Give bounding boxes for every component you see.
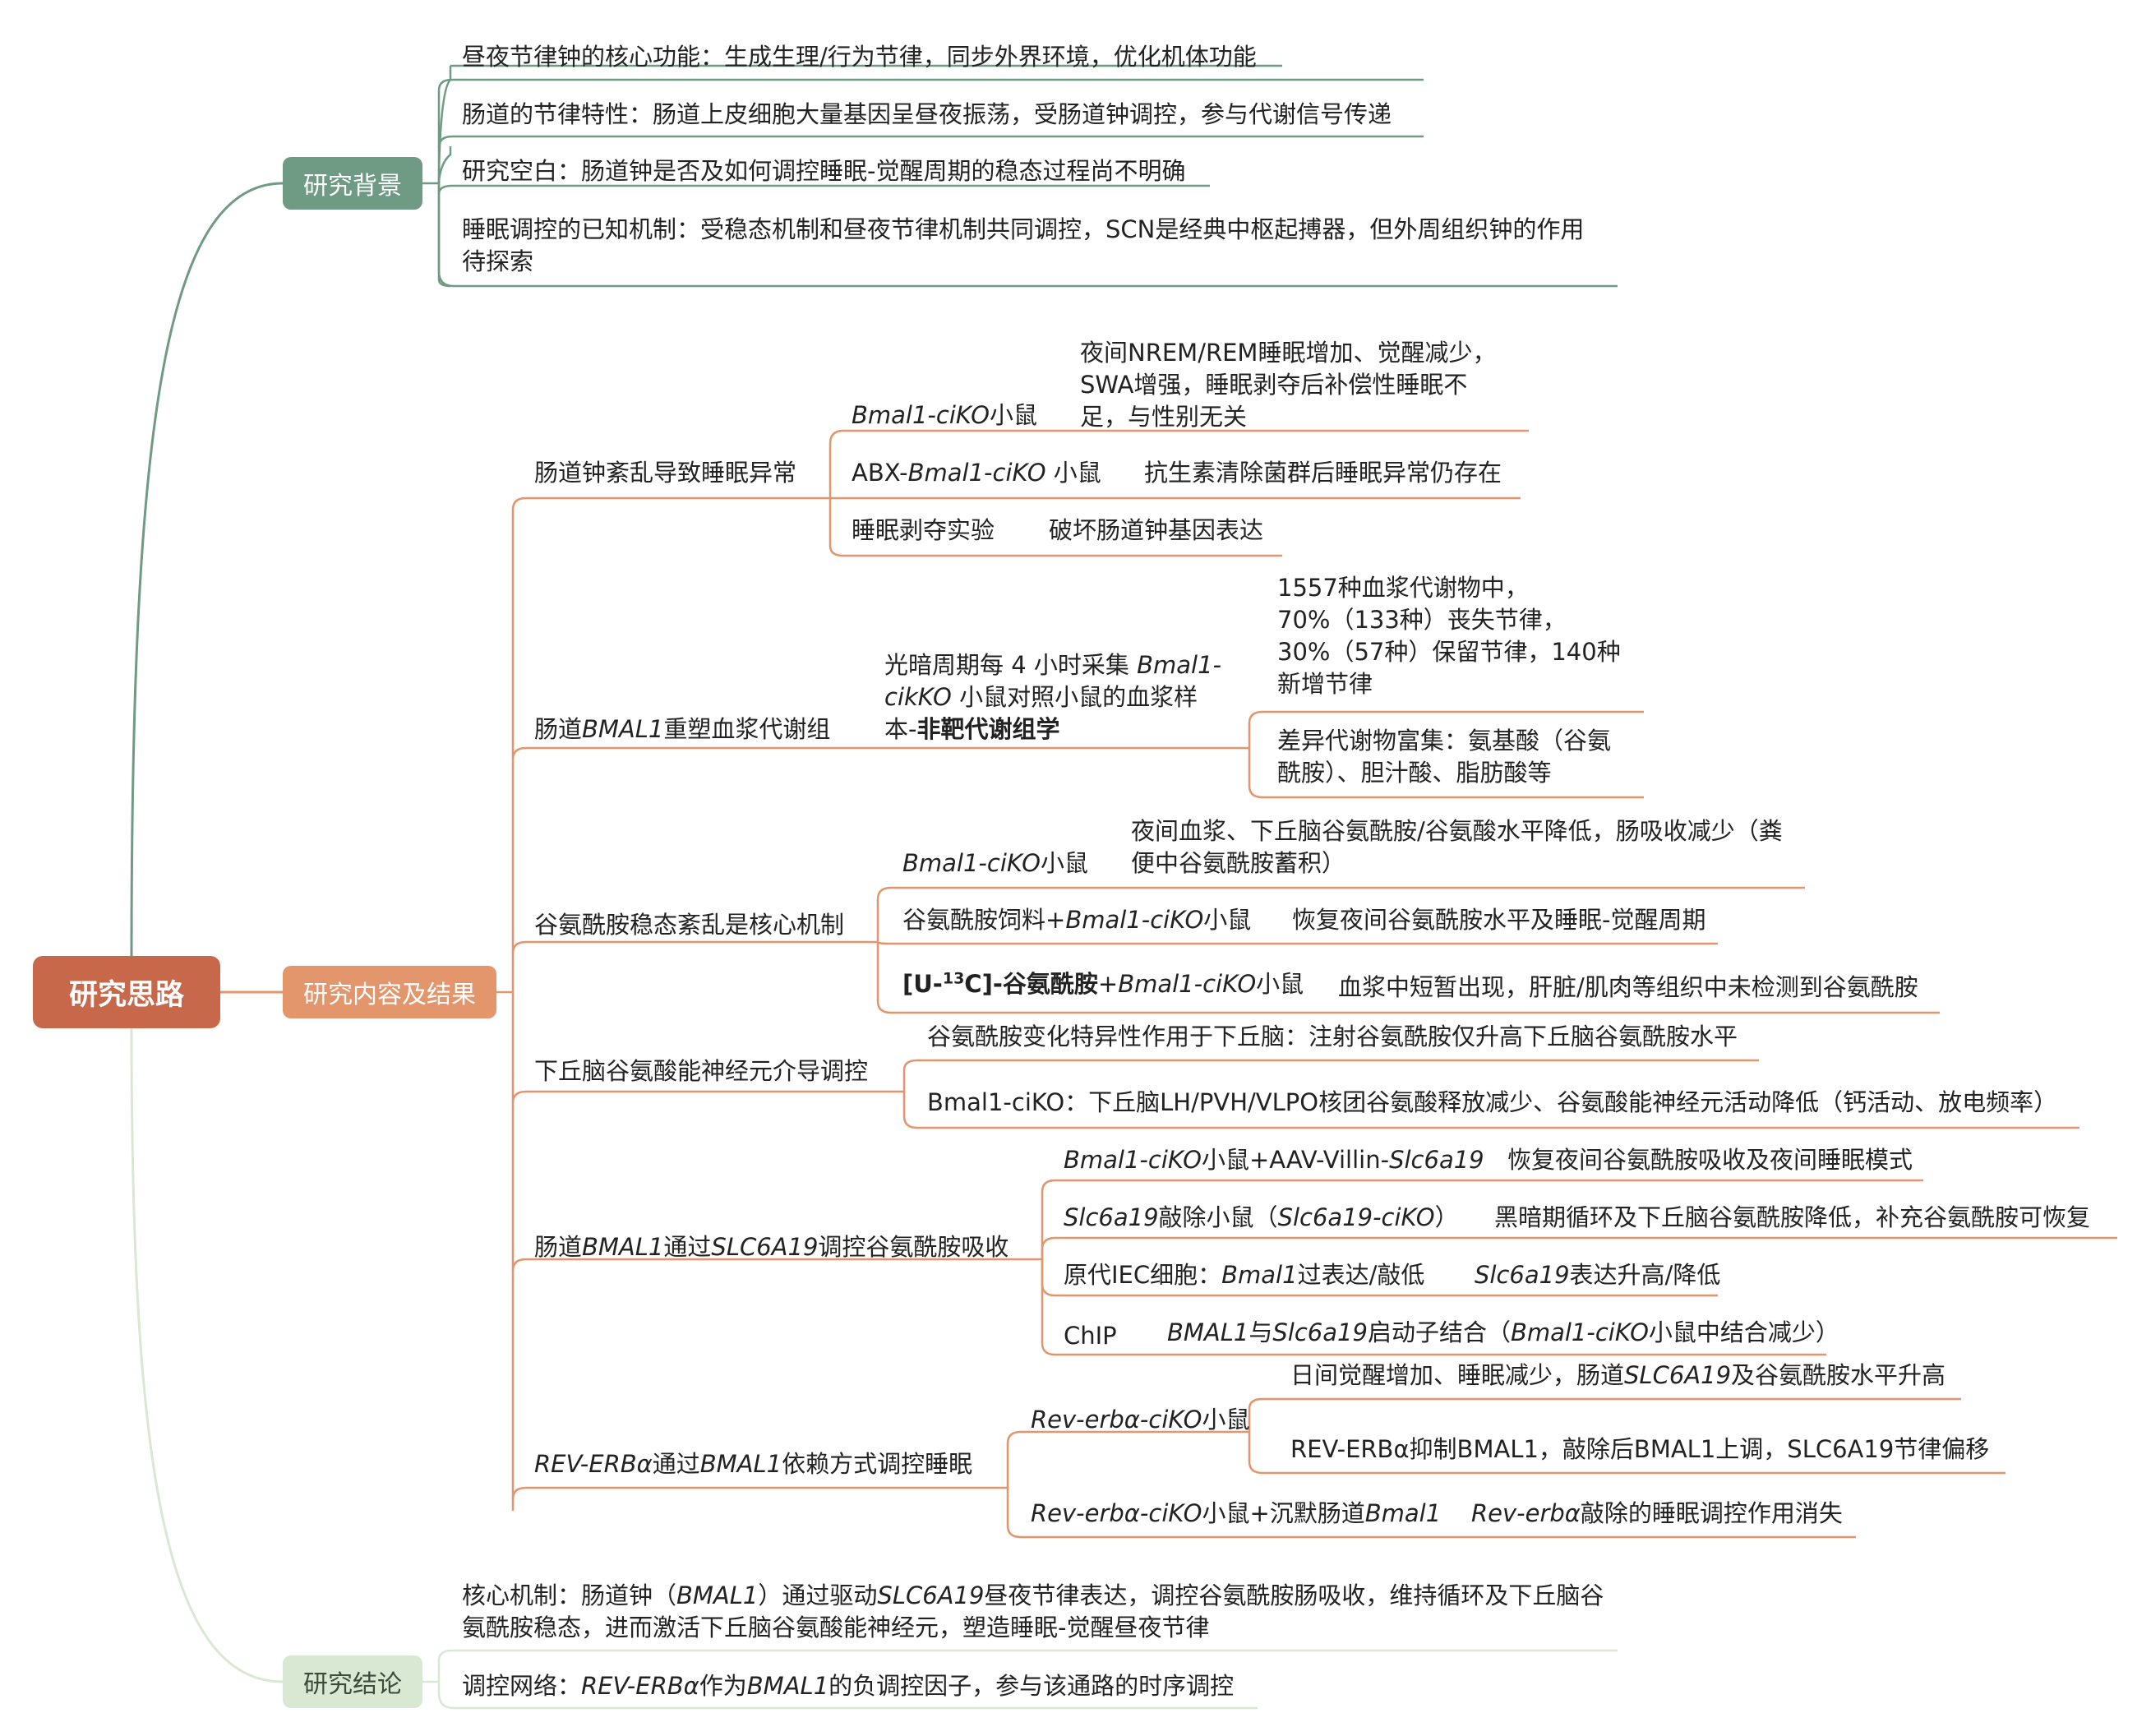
background-item-3: 研究空白：肠道钟是否及如何调控睡眠-觉醒周期的稳态过程尚不明确 <box>462 157 1186 185</box>
b3-c1-desc: 夜间血浆、下丘脑谷氨酰胺/谷氨酸水平降低，肠吸收减少（粪便中谷氨酰胺蓄积） <box>1131 817 1783 877</box>
b5-c3-desc: Slc6a19表达升高/降低 <box>1475 1261 1721 1289</box>
b4-result-1: 谷氨酰胺变化特异性作用于下丘脑：注射谷氨酰胺仅升高下丘脑谷氨酰胺水平 <box>927 1023 1738 1050</box>
b2-result-2: 差异代谢物富集：氨基酸（谷氨酰胺）、胆汁酸、脂肪酸等 <box>1277 727 1612 787</box>
b5-c3-title: 原代IEC细胞：Bmal1过表达/敲低 <box>1064 1261 1425 1289</box>
b6-c2-title: Rev-erbα-ciKO小鼠+沉默肠道Bmal1 <box>1031 1499 1442 1527</box>
b1-c3-desc: 破坏肠道钟基因表达 <box>1049 516 1264 544</box>
content-b5-title: 肠道BMAL1通过SLC6A19调控谷氨酰胺吸收 <box>534 1233 1009 1261</box>
b3-c2-title: 谷氨酰胺饲料+Bmal1-ciKO小鼠 <box>902 906 1252 934</box>
content-b2-title: 肠道BMAL1重塑血浆代谢组 <box>534 715 831 743</box>
b4-result-2: Bmal1-ciKO：下丘脑LH/PVH/VLPO核团谷氨酸释放减少、谷氨酸能神… <box>927 1088 2058 1116</box>
content-b4-title: 下丘脑谷氨酸能神经元介导调控 <box>534 1057 869 1085</box>
b5-c1-title: Bmal1-ciKO小鼠+AAV-Villin-Slc6a19 <box>1064 1146 1484 1174</box>
root-node[interactable]: 研究思路 <box>33 956 220 1028</box>
content-b1-title: 肠道钟紊乱导致睡眠异常 <box>534 459 797 487</box>
b3-c1-title: Bmal1-ciKO小鼠 <box>902 849 1088 877</box>
b5-c2-title: Slc6a19敲除小鼠（Slc6a19-ciKO） <box>1064 1203 1459 1231</box>
b5-c2-desc: 黑暗期循环及下丘脑谷氨酰胺降低，补充谷氨酰胺可恢复 <box>1494 1203 2091 1231</box>
conclusion-item-2: 调控网络：REV-ERBα作为BMAL1的负调控因子，参与该通路的时序调控 <box>462 1672 1235 1700</box>
b5-c1-desc: 恢复夜间谷氨酰胺吸收及夜间睡眠模式 <box>1507 1146 1913 1174</box>
b2-result-1: 1557种血浆代谢物中，70%（133种）丧失节律，30%（57种）保留节律，1… <box>1277 574 1621 698</box>
b6-c1-result-1: 日间觉醒增加、睡眠减少，肠道SLC6A19及谷氨酰胺水平升高 <box>1290 1361 1946 1389</box>
b1-c1-title: Bmal1-ciKO小鼠 <box>852 401 1037 429</box>
branch-background[interactable]: 研究背景 <box>283 157 422 210</box>
conclusion-item-1: 核心机制：肠道钟（BMAL1）通过驱动SLC6A19昼夜节律表达，调控谷氨酰胺肠… <box>462 1581 1604 1641</box>
b5-c4-title: ChIP <box>1064 1322 1117 1350</box>
content-b3-title: 谷氨酰胺稳态紊乱是核心机制 <box>534 911 845 939</box>
background-item-1: 昼夜节律钟的核心功能：生成生理/行为节律，同步外界环境，优化机体功能 <box>462 43 1257 71</box>
branch-content[interactable]: 研究内容及结果 <box>283 966 496 1018</box>
branch-conclusion[interactable]: 研究结论 <box>283 1655 422 1708</box>
b1-c1-desc: 夜间NREM/REM睡眠增加、觉醒减少，SWA增强，睡眠剥夺后补偿性睡眠不足，与… <box>1080 339 1497 431</box>
b5-c4-desc: BMAL1与Slc6a19启动子结合（Bmal1-ciKO小鼠中结合减少） <box>1167 1318 1839 1346</box>
content-b6-title: REV-ERBα通过BMAL1依赖方式调控睡眠 <box>534 1450 973 1478</box>
b6-c1-title: Rev-erbα-ciKO小鼠 <box>1031 1406 1250 1434</box>
b2-method: 光暗周期每 4 小时采集 Bmal1-cikKO 小鼠对照小鼠的血浆样本-非靶代… <box>884 651 1221 743</box>
background-item-4: 睡眠调控的已知机制：受稳态机制和昼夜节律机制共同调控，SCN是经典中枢起搏器，但… <box>462 215 1585 275</box>
b3-c3-desc: 血浆中短暂出现，肝脏/肌肉等组织中未检测到谷氨酰胺 <box>1338 973 1918 1001</box>
b1-c2-desc: 抗生素清除菌群后睡眠异常仍存在 <box>1144 459 1502 487</box>
b3-c3-title: [U-13C]-谷氨酰胺+Bmal1-ciKO小鼠 <box>902 969 1304 998</box>
background-item-2: 肠道的节律特性：肠道上皮细胞大量基因呈昼夜振荡，受肠道钟调控，参与代谢信号传递 <box>462 100 1392 128</box>
b6-c1-result-2: REV-ERBα抑制BMAL1，敲除后BMAL1上调，SLC6A19节律偏移 <box>1290 1435 1990 1463</box>
b1-c3-title: 睡眠剥夺实验 <box>852 516 995 544</box>
b6-c2-desc: Rev-erbα敲除的睡眠调控作用消失 <box>1471 1499 1843 1527</box>
b3-c2-desc: 恢复夜间谷氨酰胺水平及睡眠-觉醒周期 <box>1292 906 1706 934</box>
b1-c2-title: ABX-Bmal1-ciKO 小鼠 <box>852 459 1101 487</box>
